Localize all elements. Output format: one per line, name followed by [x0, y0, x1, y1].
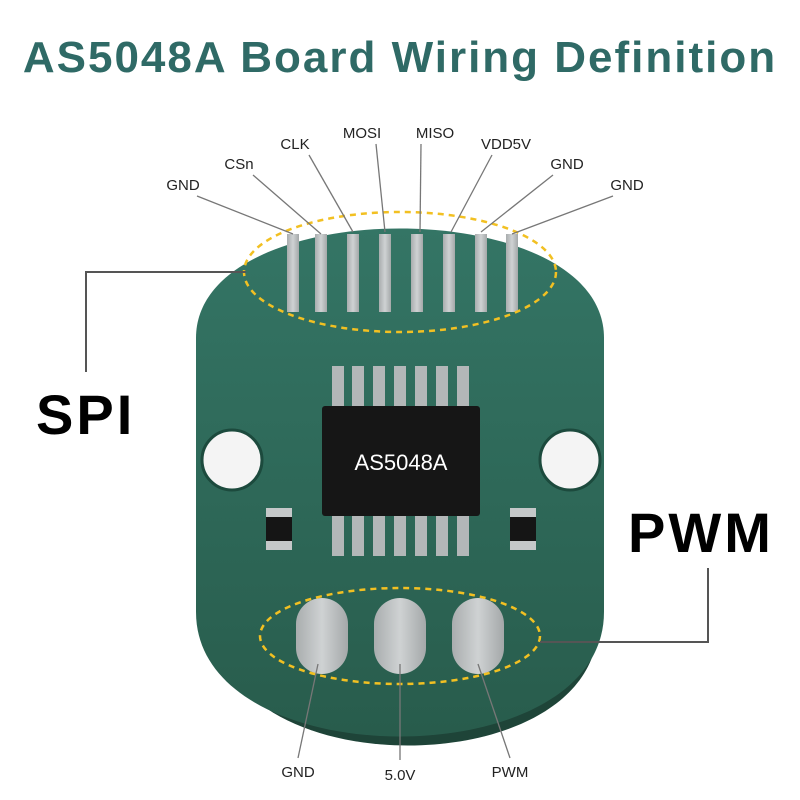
- pwm-group-label: PWM: [628, 501, 774, 564]
- pwm-pin-label: 5.0V: [385, 767, 416, 784]
- chip-label: AS5048A: [355, 450, 448, 475]
- spi-leader-line: [252, 174, 322, 235]
- spi-header-pads: [287, 234, 518, 312]
- spi-pin-label: MISO: [416, 125, 454, 142]
- chip-lead-bottom: [352, 512, 364, 556]
- spi-pad: [506, 234, 518, 312]
- spi-pin-label: GND: [166, 177, 200, 194]
- mounting-hole-right: [538, 428, 602, 492]
- pwm-pin-label: PWM: [492, 764, 529, 781]
- pwm-leader-line: [297, 663, 319, 759]
- spi-pin-label: GND: [550, 156, 584, 173]
- spi-group-label: SPI: [36, 383, 135, 446]
- spi-pin-label: CSn: [224, 156, 253, 173]
- spi-pin-label: GND: [610, 177, 644, 194]
- spi-pad: [315, 234, 327, 312]
- spi-pin-label: VDD5V: [481, 136, 531, 153]
- spi-leader-line: [308, 154, 354, 233]
- spi-pad: [379, 234, 391, 312]
- spi-pad: [347, 234, 359, 312]
- spi-leader-line: [196, 195, 294, 235]
- chip-lead-top: [415, 366, 427, 410]
- spi-leader-line: [450, 154, 493, 233]
- chip-lead-top: [394, 366, 406, 410]
- spi-pin-label: CLK: [280, 136, 309, 153]
- chip-leads: [332, 366, 469, 556]
- as5048a-chip: [322, 406, 480, 516]
- chip-lead-bottom: [332, 512, 344, 556]
- smd-component-left: [266, 508, 292, 550]
- pwm-pad: [374, 598, 426, 674]
- smd-component-right: [510, 508, 536, 550]
- chip-lead-bottom: [394, 512, 406, 556]
- spi-leader-line: [375, 143, 386, 233]
- pwm-callout-line: [540, 568, 709, 643]
- spi-pad: [287, 234, 299, 312]
- spi-leader-line: [419, 143, 422, 233]
- spi-pin-label: MOSI: [343, 125, 381, 142]
- pwm-leader-line: [477, 663, 511, 759]
- pwm-pads: [296, 598, 504, 674]
- pwm-pin-label: GND: [281, 764, 315, 781]
- pwm-pad: [452, 598, 504, 674]
- spi-leader-line: [480, 174, 554, 233]
- chip-lead-bottom: [373, 512, 385, 556]
- pwm-pad: [296, 598, 348, 674]
- chip-lead-top: [373, 366, 385, 410]
- spi-pad: [475, 234, 487, 312]
- chip-lead-top: [457, 366, 469, 410]
- spi-pin-leaders: GND CSn CLK MOSI MISO VDD5V GND GND: [166, 125, 644, 235]
- chip-lead-top: [332, 366, 344, 410]
- page-title: AS5048A Board Wiring Definition: [23, 33, 777, 82]
- spi-pad: [411, 234, 423, 312]
- pwm-pin-leaders: GND 5.0V PWM: [281, 663, 529, 784]
- chip-lead-top: [352, 366, 364, 410]
- chip-lead-top: [436, 366, 448, 410]
- spi-pad: [443, 234, 455, 312]
- chip-lead-bottom: [415, 512, 427, 556]
- mounting-hole-left: [200, 428, 264, 492]
- chip-lead-bottom: [457, 512, 469, 556]
- spi-callout-line: [85, 271, 246, 372]
- chip-lead-bottom: [436, 512, 448, 556]
- spi-leader-line: [511, 195, 614, 235]
